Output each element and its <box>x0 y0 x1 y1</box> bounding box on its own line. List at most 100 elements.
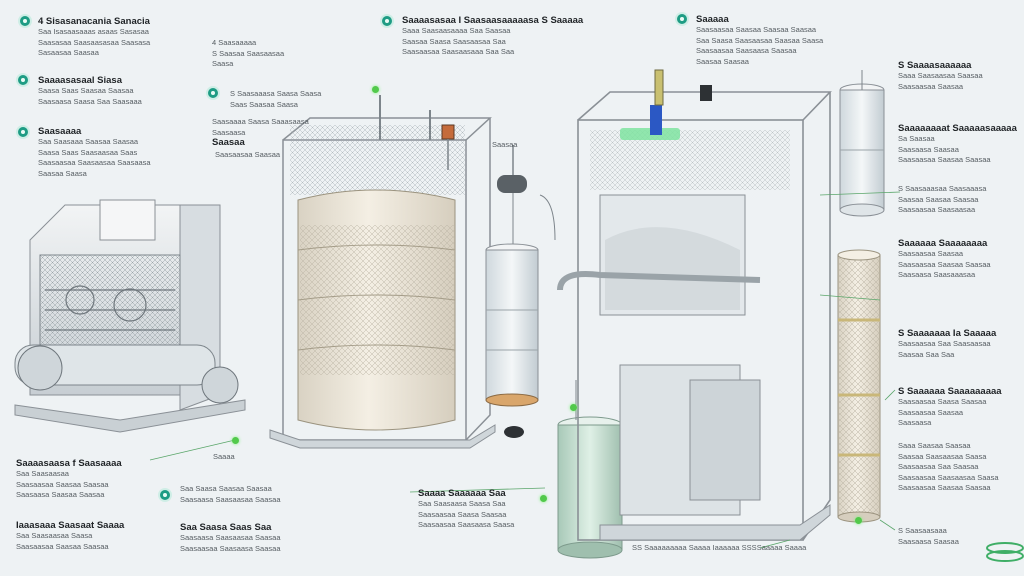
label-title: Saaaasasaal Siasa <box>38 75 122 86</box>
label-desc: S Saasaaasaa Saasaaasa <box>898 184 987 193</box>
label-desc: Saasaasaa Saasaa <box>898 249 964 258</box>
label-desc: Saasaasa Saasaa <box>898 144 959 154</box>
label-desc: Saasaasaa Saa Saasaasaa <box>898 339 991 348</box>
label-desc: Saasaasaa Saasaa Saasaa Saasaa <box>696 25 817 34</box>
label-desc: Saasaasaa Saasaasaa Saasaasa <box>38 158 151 167</box>
label-desc: Saasaasaa Saasaa <box>898 407 964 417</box>
label-desc: Saasasaa Saasaasasaa Saasasa <box>38 37 151 47</box>
label-desc: Sasaasaa Saasaa <box>38 48 99 57</box>
label-desc: Saasaasa Saasa Saa Saasaaa <box>38 96 142 106</box>
step-badge-icon <box>16 73 30 87</box>
label-desc: Saa Saasa Saasaasaa Saasaa Saasa <box>696 35 824 45</box>
step-badge-icon <box>206 86 220 100</box>
label-block: Saaaasasaal Siasa Saasa Saas Saasaa Saas… <box>38 75 142 107</box>
label-desc: S Saasaaasa Saasa Saasa <box>230 89 322 98</box>
label-desc: Saasa <box>212 59 234 68</box>
motor-unit <box>14 199 246 433</box>
label-block: 4 Saasaaaaa S Saasaa Saasaasaa Saasa <box>212 38 284 70</box>
label-block: Saasaaaa Saa Saasaaa Saasaa Saasaa Saasa… <box>38 126 151 179</box>
label-desc: Saaa Saasaa Saasaa <box>898 441 971 450</box>
label-desc: Saasaasaa Saasa Saasaa <box>898 397 987 406</box>
label-block: S Saasaasaaa Saasaasa Saasaa <box>898 526 959 547</box>
label-desc: Saasaasaa Saasaasaa <box>898 205 976 214</box>
label-title: Saaaasaasa f Saasaaaa <box>16 458 122 469</box>
label-desc: Saas Saasaa Saasa <box>230 99 298 109</box>
label-block: Saa Saasa Saasaa Saasaa Saasaasa Saasaas… <box>180 484 281 505</box>
label-block: S Saasaaasaa Saasaaasa Saasaa Saasaa Saa… <box>898 184 986 216</box>
label-desc: Saaaa <box>213 452 235 461</box>
label-desc: Saasaa Saasaa Saasaa <box>898 194 979 204</box>
label-block: Saaaaa Saasaasaa Saasaa Saasaa Saasaa Sa… <box>696 14 823 67</box>
label-desc: Saa Saasaasaa <box>16 469 69 478</box>
label-desc: Saa Saasaasa Saasa Saa <box>418 499 506 508</box>
label-desc: Saasaasa <box>212 127 246 137</box>
label-desc: Saaa Saasaasaaaa Saa Saasaa <box>402 26 511 35</box>
label-desc: Saasaasaa Saasaasa Saasaa <box>696 46 797 55</box>
label-block: Saaaasaasa f Saasaaaa Saa Saasaasaa Saas… <box>16 458 122 501</box>
label-desc: Saasaasa Saasaa Saasaa <box>16 490 105 499</box>
label-title: Saaaa Saaaaaa Saa <box>418 488 506 499</box>
label-title: Saaaaaaaat Saaaaasaaaaa <box>898 123 1017 134</box>
label-desc: Saasaa Saasaa <box>696 56 749 66</box>
label-desc: Saasaaaa Saasa Saaasaasa <box>212 117 309 126</box>
label-title: Saaaaaa Saaaaaaaa <box>898 238 988 249</box>
label-block: S Saaaaaa Saaaaaaaaa Saasaasaa Saasa Saa… <box>898 386 1002 429</box>
label-desc: Saasaasaa Saasaasa Saasa <box>418 520 515 529</box>
label-desc: Saaa Saasaasaa Saasaa <box>898 71 983 80</box>
upper-sample-tube <box>839 70 885 217</box>
step-badge-icon <box>380 14 394 28</box>
label-title: Saasaa <box>212 137 245 148</box>
label-desc: Saasaasaa Saasa Saasaa <box>418 509 507 519</box>
label-desc: Saa Saasaasaa Saasa <box>16 531 93 540</box>
label-block: S Saaaasaaaaaa Saaa Saasaasaa Saasaa Saa… <box>898 60 983 92</box>
label-desc: Saasaasaa Saasaa Saasaa <box>898 483 991 492</box>
label-block: Saasaaaa Saasa Saaasaasa Saasaasa <box>212 117 309 138</box>
label-block: SS Saaaaaaaaa Saaaa Iaaaaaa SSSSaaaaa Sa… <box>632 543 806 554</box>
label-block: Saaaa <box>213 452 235 463</box>
corner-logo <box>986 542 1024 562</box>
indicator-dot-icon <box>855 517 862 524</box>
label-desc: Saasaa Saasaasaa Saasa <box>898 451 987 461</box>
label-desc: Saasaasaa Saasaasa Saasaa <box>180 543 281 553</box>
indicator-dot-icon <box>570 404 577 411</box>
label-title: Iaaasaaa Saasaat Saaaa <box>16 520 125 531</box>
step-badge-icon <box>18 14 32 28</box>
label-desc: Sa Saasaa <box>898 134 935 143</box>
label-title: S Saaaasaaaaaa <box>898 60 972 71</box>
label-block: Saaa Saasaa Saasaa Saasaa Saasaasaa Saas… <box>898 441 999 494</box>
step-badge-icon <box>675 12 689 26</box>
label-desc: Saasaasa Saasaa <box>898 536 959 546</box>
label-block: Saasaasaa Saasaa <box>215 150 280 161</box>
label-desc: Saasaasaa Saasaa Saasaa <box>898 155 991 164</box>
label-title: S Saaaaaaa Ia Saaaaa <box>898 328 997 339</box>
label-block: Saaaasasaa I Saasaasaaaaasa S Saaaaa Saa… <box>402 15 583 58</box>
sensor-probe <box>497 145 556 245</box>
label-desc: Saasaasaa Saasaasaaa Saa Saa <box>402 47 515 56</box>
label-block: Saaaaaaaat Saaaaasaaaaa Sa Saasaa Saasaa… <box>898 123 1017 166</box>
label-block: Saasaa <box>212 137 245 148</box>
label-desc: Saa Isasaasaaas asaas Sasasaa <box>38 27 149 36</box>
label-block: Saa Saasa Saas Saa Saasaasa Saasaasaa Sa… <box>180 522 281 554</box>
label-desc: Saasaa Saa Saa <box>898 349 955 359</box>
indicator-dot-icon <box>372 86 379 93</box>
label-block: Saaaaaa Saaaaaaaa Saasaasaa Saasaa Saasa… <box>898 238 991 281</box>
label-desc: Saasaasaa Saa Saasaa <box>898 462 979 471</box>
label-desc: Saasaasaa Saasaa Saasaa <box>16 479 109 489</box>
label-desc: Saasaasa <box>898 418 932 427</box>
white-cylinder <box>485 243 539 438</box>
processing-cabinet <box>557 69 832 541</box>
label-title: S Saaaaaa Saaaaaaaaa <box>898 386 1002 397</box>
label-desc: Saasaasaa Saasaa <box>215 150 281 159</box>
indicator-dot-icon <box>232 437 239 444</box>
label-desc: Saasaa <box>492 140 518 149</box>
label-block: S Saaaaaaa Ia Saaaaa Saasaasaa Saa Saasa… <box>898 328 996 360</box>
label-block: 4 Sisasanacania Sanacia Saa Isasaasaaas … <box>38 16 150 59</box>
label-desc: Saasaasa Saasaaasaa <box>898 270 976 279</box>
label-title: Saaaaa <box>696 14 729 25</box>
label-block: Iaaasaaa Saasaat Saaaa Saa Saasaasaa Saa… <box>16 520 124 552</box>
indicator-dot-icon <box>540 495 547 502</box>
label-desc: Saasaasa Saasaasaa Saasaa <box>180 494 281 504</box>
step-badge-icon <box>16 125 30 139</box>
